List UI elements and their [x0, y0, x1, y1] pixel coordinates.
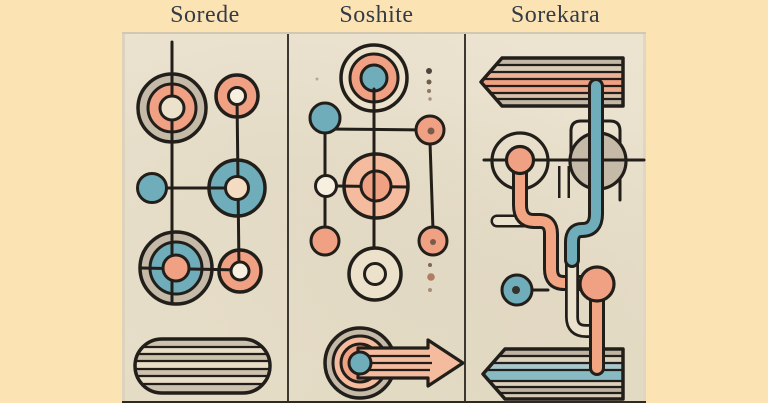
soshite-diagram [308, 43, 465, 400]
blue-donut-core [224, 175, 250, 201]
dot-column [315, 68, 432, 101]
salmon-blob-node [578, 265, 616, 303]
salmon-node-2 [309, 225, 341, 257]
sorekara-diagram [479, 56, 646, 401]
blue-pipe [564, 78, 604, 268]
white-node [314, 174, 338, 198]
blue-node [308, 101, 342, 135]
ring-node-core-2 [363, 262, 387, 286]
sorede-diagram [133, 40, 272, 395]
diagram-art [133, 40, 646, 401]
salmon-core-node [504, 144, 536, 176]
donut-hole-2 [229, 260, 251, 282]
blue-dot-node [500, 273, 550, 307]
panel-divider-2 [464, 34, 466, 403]
salmon-node-dot [427, 127, 435, 135]
arrow-outline [479, 56, 625, 108]
ring-node-core [359, 63, 389, 93]
dot-column-lower [427, 263, 435, 292]
capsule-outline [133, 337, 272, 395]
empty-pipe-lower-fill [567, 264, 594, 336]
target-node-inner [359, 169, 393, 203]
panel-title-sorede: Sorede [170, 2, 240, 28]
blue-node [136, 172, 168, 204]
ring-node-core [158, 94, 186, 122]
panel-title-sorekara: Sorekara [510, 2, 601, 28]
panel-title-soshite: Soshite [339, 2, 414, 28]
target-core [161, 253, 191, 283]
capsule-stripe-lines [135, 345, 270, 386]
salmon-pipe [512, 168, 582, 291]
circle-with-right-arrow [323, 326, 465, 400]
striped-capsule [133, 337, 272, 395]
arrow-circle-core [347, 350, 373, 376]
salmon-node-3-dot [430, 239, 436, 245]
paper-background [122, 32, 646, 403]
panel-divider-1 [287, 34, 289, 403]
donut-hole [227, 86, 247, 106]
